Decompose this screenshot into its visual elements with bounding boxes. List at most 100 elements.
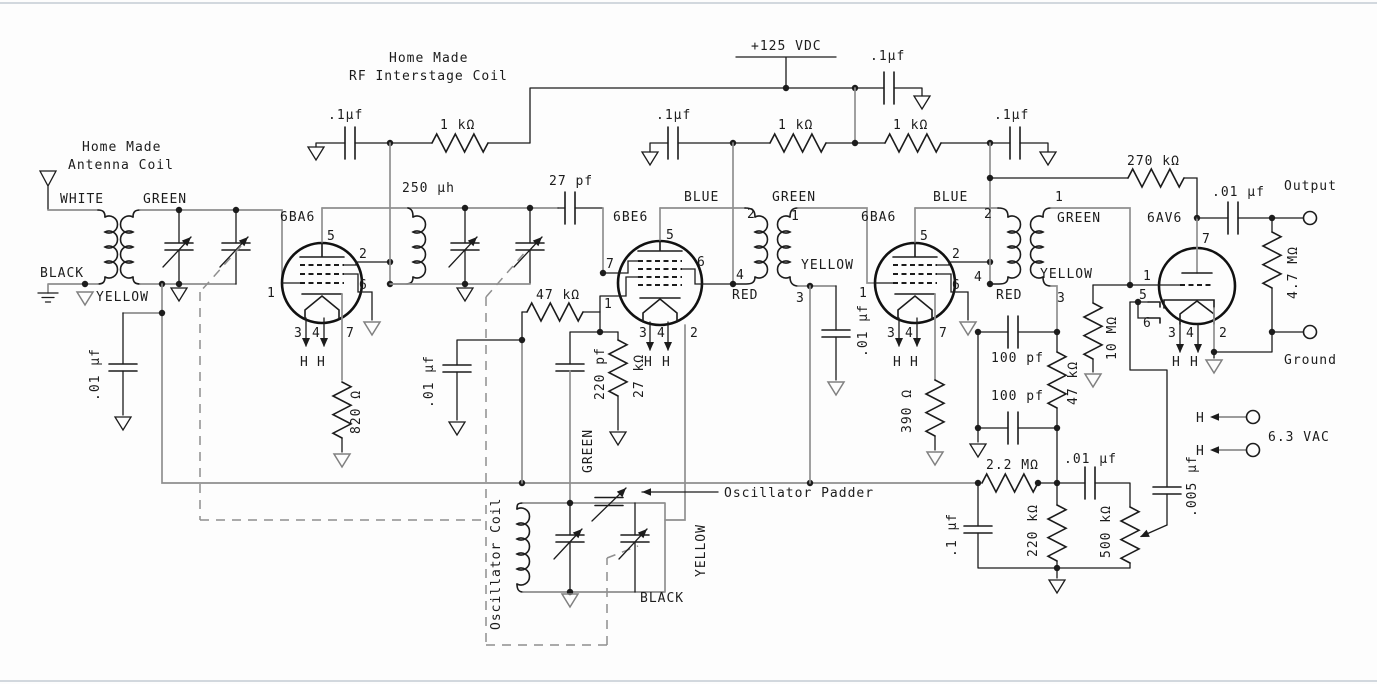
pin-label: 4 [974, 270, 983, 285]
tube-envelope-6be6 [616, 239, 704, 327]
detector-network: 100 pf 100 pf 47 kΩ 2.2 MΩ .01 µf .005 µ… [945, 301, 1200, 594]
pin-label: 1 [859, 286, 868, 301]
pin-label: 4 [736, 268, 745, 283]
label-red-t2: RED [996, 288, 1022, 303]
label-cap-100n-4: .1µf [994, 108, 1029, 123]
label-res-10m: 10 MΩ [1105, 316, 1120, 360]
heater-icon-2 [642, 297, 678, 323]
heater-label: H [317, 355, 326, 370]
label-cap-27pf: 27 pf [549, 174, 593, 189]
label-supply: +125 VDC [751, 39, 822, 54]
label-rf-coil: RF Interstage Coil [349, 69, 508, 84]
label-osc-padder: Oscillator Padder [724, 486, 874, 501]
label-black-ant: BLACK [40, 266, 84, 281]
pin-label: 5 [1139, 288, 1148, 303]
label-osc-coil: Oscillator Coil [489, 498, 504, 630]
pin-label: 3 [294, 326, 303, 341]
pin-label: 4 [1186, 326, 1195, 341]
label-res-47k-h: 47 kΩ [536, 288, 580, 303]
label-cap-10n-4: .01 µf [1064, 452, 1117, 467]
label-cap-10n-out: .01 µf [1212, 185, 1265, 200]
heater-terminals: H H 6.3 VAC [1196, 409, 1330, 459]
label-res-2-2m: 2.2 MΩ [986, 458, 1039, 473]
pin-label: 6 [1143, 316, 1152, 331]
rf-amp-tube: 6BA6 5 1 2 6 3 4 7 H H 820 Ω [267, 207, 394, 468]
heater-label: H [1172, 355, 1181, 370]
if-amp-tube: 6BA6 5 1 2 6 3 4 7 H H 390 Ω [859, 207, 994, 466]
label-res-27k: 27 kΩ [632, 354, 647, 398]
pin-label: 3 [796, 291, 805, 306]
pin-label: 4 [657, 326, 666, 341]
label-output: Output [1284, 179, 1337, 194]
pin-label: 6 [952, 278, 961, 293]
heater-icon-4 [1179, 299, 1215, 325]
label-white: WHITE [60, 192, 104, 207]
label-cap-220pf: 220 pf [593, 347, 608, 400]
heater-label: H [1196, 411, 1205, 426]
pin-label: 6 [697, 255, 706, 270]
label-cap-5n: .005 µf [1185, 455, 1200, 517]
af-output: .01 µf Output 4.7 MΩ Ground [1196, 179, 1337, 368]
pin-label: 7 [939, 326, 948, 341]
label-res-1k-3: 1 kΩ [893, 118, 928, 133]
heater-terminal-1 [1245, 409, 1261, 425]
pin-label: 7 [346, 326, 355, 341]
pin-label: 3 [1168, 326, 1177, 341]
pin-label: 1 [791, 209, 800, 224]
supply-rail: +125 VDC .1µf .1µf .1µf .1µf 1 kΩ 1 kΩ 1… [307, 39, 1057, 166]
label-res-1k-2: 1 kΩ [778, 118, 813, 133]
pin-label: 1 [604, 297, 613, 312]
label-yellow-t1: YELLOW [801, 258, 854, 273]
label-coil-250uh: 250 µh [402, 181, 455, 196]
pin-label: 4 [312, 326, 321, 341]
label-antenna-coil: Antenna Coil [68, 158, 174, 173]
pin-label: 2 [690, 326, 699, 341]
label-cap-100n-1: .1µf [328, 108, 363, 123]
label-cap-100n-sp: .1 µf [945, 513, 960, 557]
label-ground: Ground [1284, 353, 1337, 368]
pin-label: 3 [639, 326, 648, 341]
antenna-icon [38, 170, 58, 211]
label-cap-100pf-2: 100 pf [991, 389, 1044, 404]
label-res-500k: 500 kΩ [1099, 505, 1114, 558]
ground-terminal [1302, 324, 1318, 340]
label-yellow-osc: YELLOW [694, 524, 709, 577]
label-cap-100n-2: .1µf [656, 108, 691, 123]
pin-label: 5 [327, 229, 336, 244]
pin-label: 5 [666, 228, 675, 243]
label-tube-det: 6AV6 [1147, 211, 1182, 226]
label-red-t1: RED [732, 288, 758, 303]
pin-label: 2 [359, 247, 368, 262]
heater-icon-1 [304, 294, 340, 320]
heater-label: H [662, 355, 671, 370]
heater-icon-3 [897, 294, 933, 320]
pin-label: 4 [905, 326, 914, 341]
pin-label: 7 [1202, 232, 1211, 247]
label-cap-10n-1: .01 µf [88, 348, 103, 401]
heater-label: H [910, 355, 919, 370]
label-blue-t2: BLUE [933, 190, 968, 205]
earth-ground-icon [37, 292, 59, 303]
pin-label: 1 [267, 286, 276, 301]
label-res-1k-1: 1 kΩ [440, 118, 475, 133]
label-res-220k: 220 kΩ [1026, 504, 1041, 557]
pin-label: 3 [1057, 291, 1066, 306]
label-res-4-7m: 4.7 MΩ [1286, 246, 1301, 299]
pin-label: 2 [984, 207, 993, 222]
pin-label: 3 [887, 326, 896, 341]
label-vac: 6.3 VAC [1268, 430, 1330, 445]
pin-label: 2 [952, 247, 961, 262]
output-terminal [1302, 210, 1318, 226]
interstage-tank: Home Made RF Interstage Coil 250 µh 27 p… [321, 51, 607, 302]
label-green-ant: GREEN [143, 192, 187, 207]
pin-label: 6 [359, 278, 368, 293]
heater-label: H [644, 355, 653, 370]
label-res-390: 390 Ω [900, 389, 915, 433]
pin-label: 2 [1219, 326, 1228, 341]
label-yellow-t2: YELLOW [1040, 267, 1093, 282]
label-green-t1: GREEN [772, 190, 816, 205]
label-green-osc: GREEN [581, 429, 596, 473]
heater-label: H [1196, 444, 1205, 459]
